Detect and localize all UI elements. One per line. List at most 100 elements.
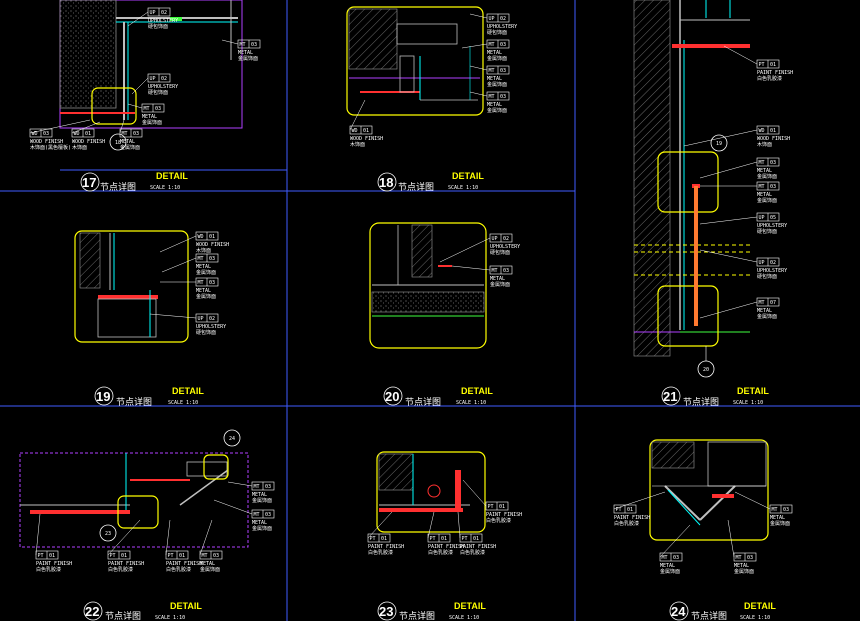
material-tag-code: PT — [616, 507, 622, 513]
material-tag-index: 03 — [209, 280, 215, 286]
material-tag-code: PT — [759, 62, 765, 68]
material-tag-index: 03 — [265, 512, 271, 518]
material-tag-name: METAL — [734, 563, 749, 569]
material-tag-code: MT — [759, 300, 765, 306]
material-tag-name: UPHOLSTERY — [490, 244, 520, 250]
detail-21-title-block: 21 DETAIL 节点详图 SCALE 1:10 — [661, 386, 769, 408]
material-tag-name-cn: 白色乳胶漆 — [614, 520, 639, 527]
material-tag-code: MT — [489, 68, 495, 74]
leader-line — [699, 161, 758, 179]
material-tag-code: UP — [198, 316, 204, 322]
leader-line — [457, 511, 461, 539]
material-tag-index: 01 — [499, 504, 505, 510]
material-tag-name-cn: 金属饰面 — [238, 55, 258, 62]
detail-23-subtitle: 节点详图 — [399, 610, 435, 621]
material-tag-code: MT — [759, 184, 765, 190]
detail-22-number: 22 — [85, 604, 99, 619]
leader-line — [699, 301, 758, 319]
material-tag-name: METAL — [120, 139, 135, 145]
material-tag-code: UP — [759, 215, 765, 221]
material-tag-code: UP — [759, 260, 765, 266]
detail-22-subtitle: 节点详图 — [105, 610, 141, 621]
detail-20-subtitle: 节点详图 — [405, 396, 441, 408]
material-tag-index: 03 — [213, 553, 219, 559]
detail-22-title-block: 22 DETAIL 节点详图 SCALE 1:10 — [83, 601, 202, 621]
material-tag-code: WD — [32, 131, 38, 137]
material-tag-index: 01 — [770, 62, 776, 68]
material-tag-name-cn: 木饰面 — [72, 144, 87, 151]
material-tag-name: WOOD FINISH — [196, 242, 229, 248]
material-tag-code: PT — [110, 553, 116, 559]
material-tag-name-cn: 金属饰面 — [757, 197, 777, 204]
material-tag-index: 03 — [770, 160, 776, 166]
leader-line — [439, 237, 491, 263]
material-tag-index: 03 — [673, 555, 679, 561]
leader-line — [427, 511, 435, 539]
material-tag-code: MT — [489, 94, 495, 100]
material-tag-index: 01 — [121, 553, 127, 559]
detail-24-subtitle: 节点详图 — [691, 610, 727, 621]
detail-19-drawing — [74, 230, 189, 343]
material-tag-code: MT — [662, 555, 668, 561]
material-tag-name-cn: 金属饰面 — [252, 525, 272, 532]
material-tag-name-cn: 金属饰面 — [487, 81, 507, 88]
material-tag-name: METAL — [142, 114, 157, 120]
material-tag-name: WOOD FINISH — [350, 136, 383, 142]
detail-19-title: DETAIL — [172, 386, 204, 396]
material-tag-code: PT — [168, 553, 174, 559]
material-tag-code: MT — [254, 484, 260, 490]
material-tag-name: PAINT FINISH — [368, 544, 404, 550]
detail-18-number: 18 — [379, 175, 393, 190]
detail-20-drawing — [369, 222, 487, 349]
material-tag-code: PT — [488, 504, 494, 510]
material-tag-code: MT — [489, 42, 495, 48]
material-tag-code: UP — [150, 10, 156, 16]
leader-line — [199, 519, 213, 556]
leader-line — [29, 119, 91, 134]
detail-20-number: 20 — [385, 389, 399, 404]
detail-23-title: DETAIL — [454, 601, 486, 611]
detail-21-title: DETAIL — [737, 386, 769, 396]
material-tag-name-cn: 白色乳胶漆 — [460, 549, 485, 556]
material-tag-code: UP — [489, 16, 495, 22]
detail-24-number: 24 — [671, 604, 686, 619]
material-tag-code: UP — [492, 236, 498, 242]
material-tag-index: 03 — [251, 42, 257, 48]
detail-20-title: DETAIL — [461, 386, 493, 396]
material-tag-name: METAL — [490, 276, 505, 282]
material-tag-name: METAL — [757, 168, 772, 174]
detail-17-callout-label: 18 — [115, 140, 121, 146]
material-tag-name: WOOD FINISH — [72, 139, 105, 145]
material-tag-name: UPHOLSTERY — [487, 24, 517, 30]
material-tag-name-cn: 木饰面(黑色檀板) — [30, 144, 71, 151]
material-tag-index: 02 — [161, 76, 167, 82]
detail-24-drawing — [649, 439, 769, 541]
leader-line — [683, 129, 758, 147]
leader-line — [734, 491, 771, 510]
detail-22-title: DETAIL — [170, 601, 202, 611]
material-tag-index: 03 — [500, 42, 506, 48]
material-tag-name: PAINT FINISH — [460, 544, 496, 550]
detail-22-callout-label-2: 23 — [105, 531, 111, 537]
material-tag-index: 03 — [783, 507, 789, 513]
material-tag-name-cn: 木饰面 — [350, 141, 365, 148]
material-tag-name: PAINT FINISH — [486, 512, 522, 518]
detail-17-drawing — [59, 0, 287, 171]
material-tag-name-cn: 金属饰面 — [757, 313, 777, 320]
leader-line — [119, 119, 125, 134]
material-tag-name-cn: 白色乳胶漆 — [36, 566, 61, 573]
material-tag-name: PAINT FINISH — [108, 561, 144, 567]
detail-22-callout-label-1: 24 — [229, 436, 235, 442]
detail-17-subtitle: 节点详图 — [100, 181, 136, 193]
material-tag-name-cn: 白色乳胶漆 — [757, 75, 782, 82]
material-tag-name: PAINT FINISH — [166, 561, 202, 567]
material-tag-name-cn: 金属饰面 — [757, 173, 777, 180]
material-tag-code: MT — [759, 160, 765, 166]
detail-22-drawing — [19, 429, 249, 548]
material-tag-name: UPHOLSTERY — [757, 223, 787, 229]
